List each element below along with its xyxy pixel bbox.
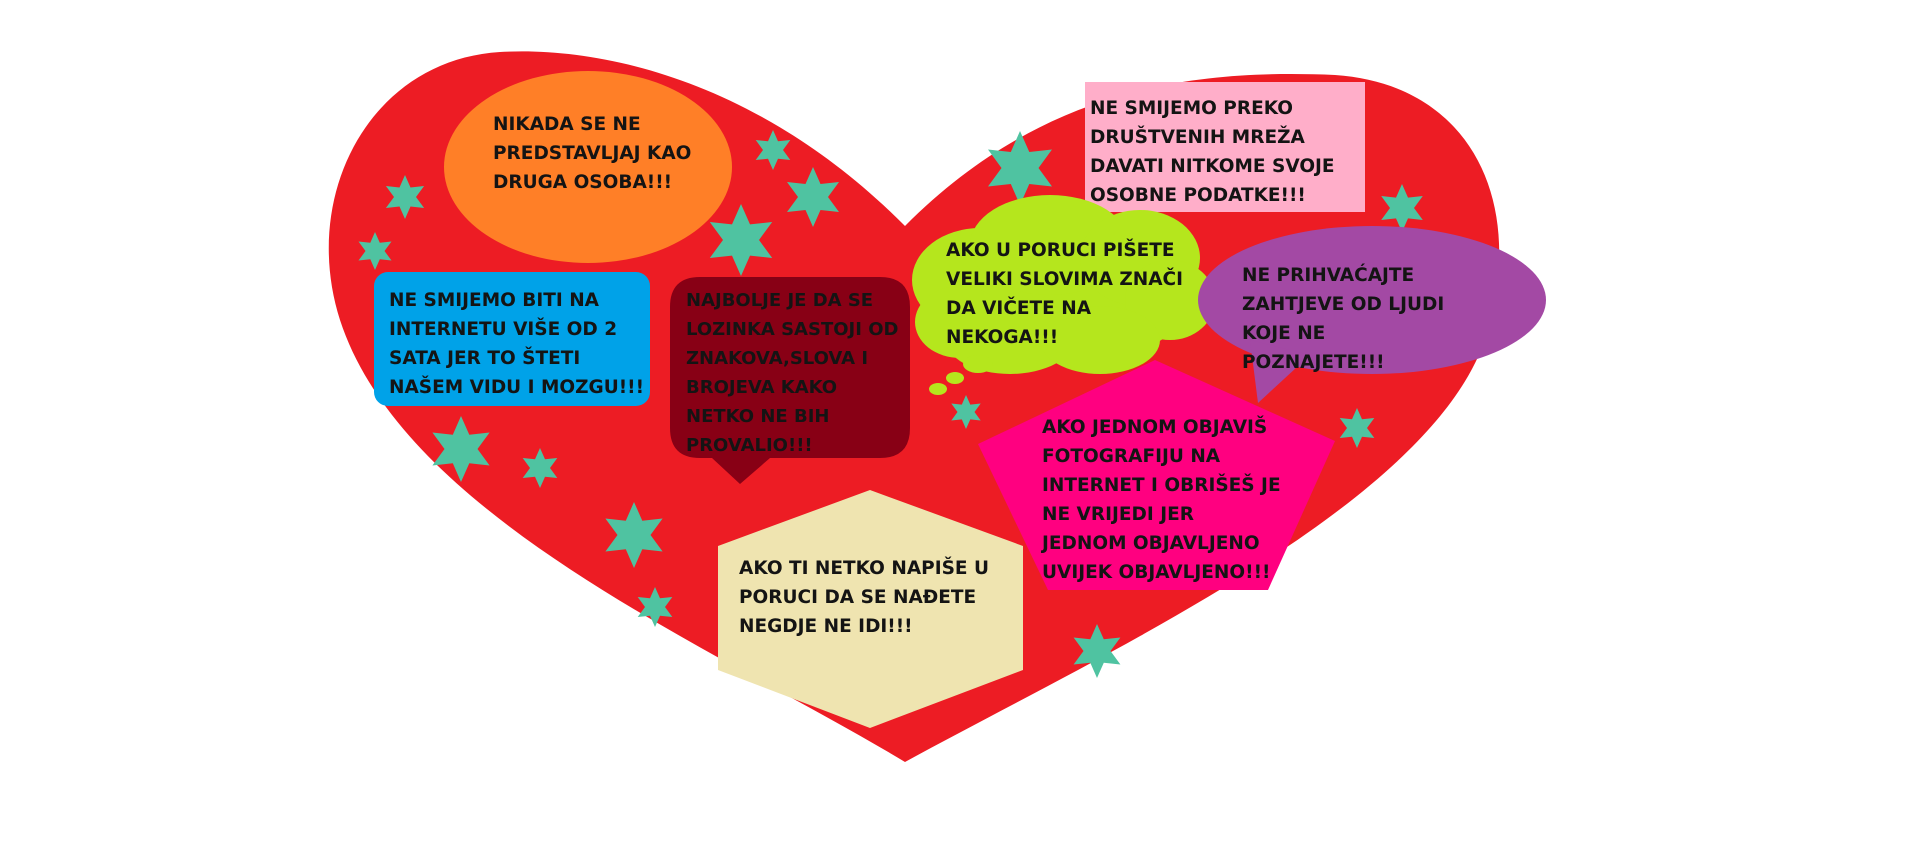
star-icon [358,232,392,270]
star-icon [787,167,839,227]
star-icon [432,416,490,482]
star-icon [951,395,981,429]
star-icon [709,204,773,276]
orange-ellipse-shape [444,71,732,263]
star-icon [988,131,1052,205]
star-icon [755,130,791,170]
cream-hexagon-shape [718,490,1023,728]
pink-rect-shape [1085,82,1365,212]
message-photo-permanence: AKO JEDNOM OBJAVIŠ FOTOGRAFIJU NA INTERN… [1042,417,1281,583]
star-icon [637,587,673,627]
message-personal-data: NE SMIJEMO PREKO DRUŠTVENIH MREŽA DAVATI… [1090,98,1335,206]
decorative-stars [358,130,1423,678]
message-meeting-warning: AKO TI NETKO NAPIŠE U PORUCI DA SE NAĐET… [739,558,990,637]
magenta-pentagon-shape [978,360,1335,590]
message-caps-shouting: AKO U PORUCI PIŠETE VELIKI SLOVIMA ZNAČI… [946,240,1184,348]
star-icon [1381,184,1423,232]
star-icon [522,448,558,488]
lime-cloud-shape [912,195,1215,395]
message-no-impersonation: NIKADA SE NE PREDSTAVLJAJ KAO DRUGA OSOB… [493,114,692,193]
message-internet-time-limit: NE SMIJEMO BITI NA INTERNETU VIŠE OD 2 S… [389,290,645,398]
message-stranger-requests: NE PRIHVAĆAJTE ZAHTJEVE OD LJUDI KOJE NE… [1242,265,1445,373]
star-icon [1073,624,1121,678]
purple-bubble-shape [1198,226,1546,403]
star-icon [605,502,663,568]
maroon-bubble-shape [670,277,910,484]
message-password-advice: NAJBOLJE JE DA SE LOZINKA SASTOJI OD ZNA… [686,290,899,456]
star-icon [1339,408,1375,448]
star-icon [385,175,425,219]
blue-box-shape [374,272,650,406]
